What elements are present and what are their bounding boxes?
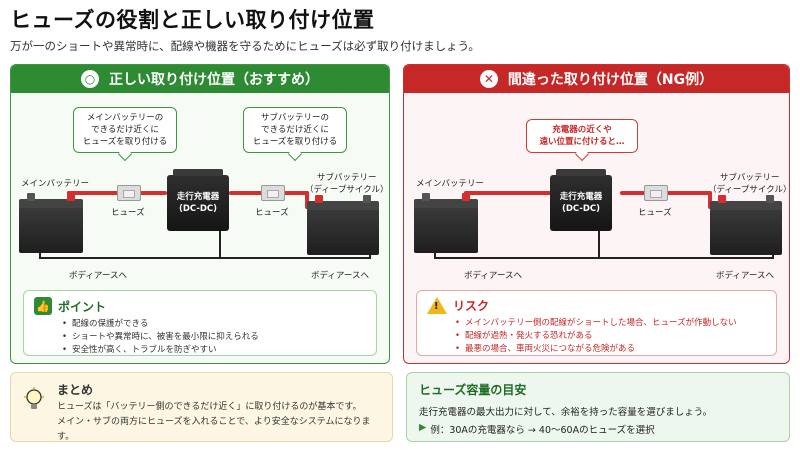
risk-item: メインバッテリー側の配線がショートした場合、ヒューズが作動しない (455, 317, 766, 330)
sub-battery-label-line: （ディープサイクル） (305, 185, 389, 195)
fuse-label: ヒューズ (111, 208, 145, 218)
callout-wrong-position: 充電器の近くや 遠い位置に付けると… (526, 119, 638, 162)
correct-panel-title: 正しい取り付け位置（おすすめ） (109, 72, 319, 88)
point-box: 👍 ポイント 配線の保護ができる ショートや異常時に、被害を最小限に抑えられる … (23, 290, 377, 356)
fuse-label: ヒューズ (638, 208, 672, 218)
callout-line: メインバッテリーの (86, 113, 164, 123)
risk-box: ! リスク メインバッテリー側の配線がショートした場合、ヒューズが作動しない 配… (416, 290, 777, 356)
main-battery (414, 193, 478, 253)
circle-ok-icon: ○ (81, 70, 99, 88)
correct-panel-header: ○ 正しい取り付け位置（おすすめ） (11, 65, 389, 93)
summary-text: ヒューズは「バッテリー側のできるだけ近く」に取り付けるのが基本です。 メイン・サ… (57, 400, 380, 445)
callout-line: できるだけ近くに (91, 125, 159, 135)
capacity-title: ヒューズ容量の目安 (419, 383, 527, 397)
correct-wiring-diagram: メインバッテリーの できるだけ近くに ヒューズを取り付ける サブバッテリーの で… (11, 93, 389, 293)
page-title: ヒューズの役割と正しい取り付け位置 (10, 8, 375, 32)
point-list: 配線の保護ができる ショートや異常時に、被害を最小限に抑えられる 安全性が高く、… (62, 318, 366, 357)
risk-item: 最悪の場合、車両火災につながる危険がある (455, 343, 766, 356)
summary-title: まとめ (57, 383, 94, 397)
point-item: 安全性が高く、トラブルを防ぎやすい (62, 344, 366, 357)
sub-battery-label-line: （ディープサイクル） (708, 185, 790, 195)
charger-label: (DC-DC) (178, 204, 218, 214)
dc-dc-charger: 走行充電器 (DC-DC) (167, 169, 229, 231)
ground-wire (39, 257, 371, 259)
point-item: 配線の保護ができる (62, 318, 366, 331)
thumbs-up-icon: 👍 (34, 297, 52, 315)
fuse-wrong-position (644, 185, 668, 201)
risk-title: リスク (453, 299, 490, 313)
fuse-capacity-box: ヒューズ容量の目安 走行充電器の最大出力に対して、余裕を持った容量を選びましょう… (406, 372, 790, 442)
risk-heading: ! リスク (427, 297, 766, 314)
fuse-sub-side (261, 185, 285, 201)
sub-battery-label: サブバッテリー （ディープサイクル） (708, 171, 790, 195)
positive-wire (305, 191, 309, 209)
incorrect-installation-panel: ✕ 間違った取り付け位置（NG例） 充電器の近くや 遠い位置に付けると… メイン… (403, 64, 790, 364)
callout-line: 充電器の近くや (552, 125, 612, 135)
ground-label: ボディアースへ (311, 271, 369, 281)
summary-box: まとめ ヒューズは「バッテリー側のできるだけ近く」に取り付けるのが基本です。 メ… (10, 372, 393, 442)
ground-wire (598, 225, 600, 259)
dc-dc-charger: 走行充電器 (DC-DC) (550, 169, 612, 231)
callout-line: ヒューズを取り付ける (252, 137, 338, 147)
sub-battery (710, 195, 782, 255)
incorrect-panel-header: ✕ 間違った取り付け位置（NG例） (404, 65, 789, 93)
callout-line: ヒューズを取り付ける (82, 137, 168, 147)
capacity-example-text: 例：30Aの充電器なら → 40～60Aのヒューズを選択 (430, 425, 655, 436)
callout-main-battery-fuse: メインバッテリーの できるだけ近くに ヒューズを取り付ける (73, 107, 177, 162)
capacity-example: ▶ 例：30Aの充電器なら → 40～60Aのヒューズを選択 (419, 422, 777, 436)
capacity-text: 走行充電器の最大出力に対して、余裕を持った容量を選びましょう。 (419, 407, 713, 418)
ground-label: ボディアースへ (69, 271, 127, 281)
incorrect-panel-title: 間違った取り付け位置（NG例） (507, 72, 714, 88)
sub-battery-label-line: サブバッテリー (719, 173, 780, 183)
fuse-main-side (117, 185, 141, 201)
main-battery-label: メインバッテリー (416, 179, 485, 189)
incorrect-wiring-diagram: 充電器の近くや 遠い位置に付けると… メインバッテリー サブバッテリー （ディー… (404, 93, 789, 293)
correct-installation-panel: ○ 正しい取り付け位置（おすすめ） メインバッテリーの できるだけ近くに ヒュー… (10, 64, 390, 364)
lightbulb-icon (24, 387, 44, 409)
ground-wire (434, 257, 774, 259)
main-battery-label: メインバッテリー (21, 179, 90, 189)
callout-sub-battery-fuse: サブバッテリーの できるだけ近くに ヒューズを取り付ける (243, 107, 347, 162)
callout-line: サブバッテリーの (260, 113, 329, 123)
charger-label: (DC-DC) (561, 204, 601, 214)
callout-line: できるだけ近くに (261, 125, 329, 135)
summary-line: メイン・サブの両方にヒューズを入れることで、より安全なシステムになります。 (57, 417, 371, 442)
callout-line: 遠い位置に付けると… (539, 137, 625, 147)
summary-line: ヒューズは「バッテリー側のできるだけ近く」に取り付けるのが基本です。 (57, 402, 362, 412)
risk-item: 配線が過熱・発火する恐れがある (455, 330, 766, 343)
ground-wire (219, 225, 221, 259)
fuse-label: ヒューズ (255, 208, 289, 218)
play-arrow-icon: ▶ (419, 422, 427, 433)
charger-label: 走行充電器 (559, 192, 603, 202)
point-title: ポイント (58, 299, 107, 314)
ground-label: ボディアースへ (464, 271, 522, 281)
sub-battery-label: サブバッテリー （ディープサイクル） (305, 171, 388, 195)
point-heading: 👍 ポイント (34, 297, 366, 315)
ground-label: ボディアースへ (716, 271, 774, 281)
point-item: ショートや異常時に、被害を最小限に抑えられる (62, 331, 366, 344)
risk-list: メインバッテリー側の配線がショートした場合、ヒューズが作動しない 配線が過熱・発… (455, 317, 766, 356)
charger-label: 走行充電器 (176, 192, 220, 202)
warning-icon: ! (427, 297, 447, 314)
page-subtitle: 万が一のショートや異常時に、配線や機器を守るためにヒューズは必ず取り付けましょう… (10, 39, 480, 53)
positive-wire (708, 191, 712, 209)
sub-battery-label-line: サブバッテリー (316, 173, 377, 183)
positive-wire (464, 191, 558, 195)
sub-battery (307, 195, 379, 255)
cross-ng-icon: ✕ (479, 70, 498, 88)
main-battery (19, 193, 83, 253)
